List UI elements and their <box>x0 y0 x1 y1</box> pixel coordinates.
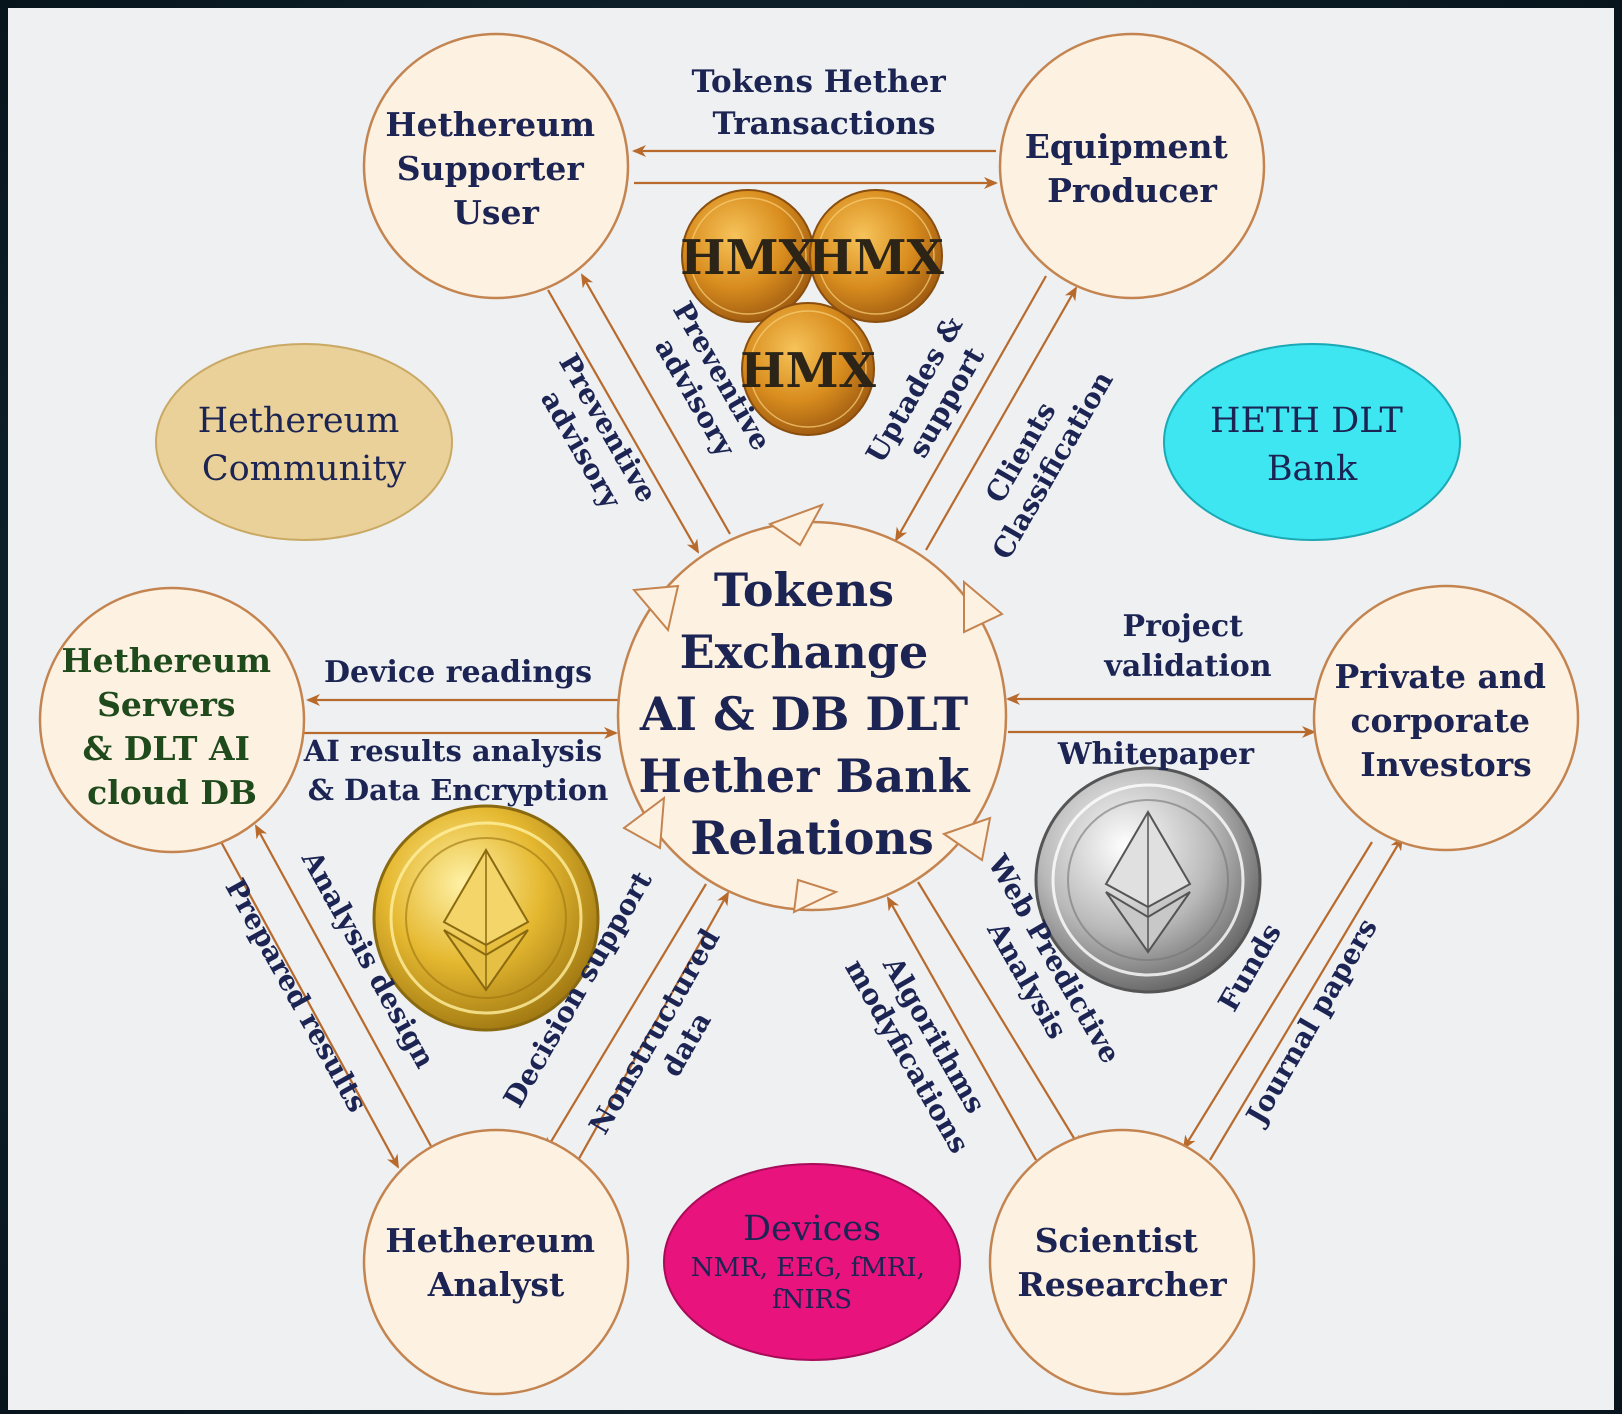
svg-text:HMX: HMX <box>680 230 816 286</box>
arrow-investors-to-researcher <box>1182 841 1373 1150</box>
svg-text:Hethereum Analyst: Hethereum Analyst <box>385 1221 606 1304</box>
arrow-supporter-to-center <box>547 289 699 554</box>
node-hethereum-analyst: Hethereum Analyst <box>362 1128 630 1396</box>
ellipse-devices: Devices NMR, EEG, fMRI, fNIRS <box>663 1163 961 1361</box>
svg-text:Hethereum Supporter: Hethereum Supporter User <box>385 105 606 232</box>
arrow-analyst-to-servers <box>255 824 433 1149</box>
svg-text:HMX: HMX <box>808 230 944 286</box>
center-node-tokens-exchange: Tokens Exchange AI & DB DLT Hether Bank … <box>616 503 1008 914</box>
svg-text:Devices: Devices <box>743 1209 881 1249</box>
svg-text:HETH DLT Bank: HETH DLT Bank <box>1210 401 1414 489</box>
label-project-validation: Project validation <box>1103 609 1271 684</box>
label-device-readings: Device readings <box>324 655 592 690</box>
ellipse-hethereum-community: Hethereum Community <box>155 343 453 541</box>
hmx-coin-cluster: HMX HMX HMX <box>680 189 945 436</box>
cycle-arrowhead <box>622 795 666 850</box>
node-hethereum-servers: Hethereum Servers & DLT AI cloud DB <box>38 586 306 854</box>
cycle-arrowhead <box>767 503 825 547</box>
ellipse-heth-dlt-bank: HETH DLT Bank <box>1163 343 1461 541</box>
ethereum-gold-coin-icon <box>372 804 600 1032</box>
label-tokens-hether-transactions: Tokens Hether Transactions <box>692 64 957 142</box>
arrow-researcher-to-center <box>887 896 1037 1161</box>
arrow-producer-to-center <box>895 275 1047 542</box>
svg-text:Scientist Researcher: Scientist Researcher <box>1017 1221 1227 1304</box>
cycle-arrowhead <box>792 878 839 914</box>
hmx-coin-icon: HMX <box>740 302 877 436</box>
ethereum-silver-coin-icon <box>1034 766 1262 994</box>
hmx-coin-icon: HMX <box>808 189 945 323</box>
cycle-arrowhead <box>631 584 680 633</box>
node-equipment-producer: Equipment Producer <box>998 32 1266 300</box>
node-private-corporate-investors: Private and corporate Investors <box>1312 584 1580 852</box>
svg-text:HMX: HMX <box>740 343 876 399</box>
arrow-center-to-analyst <box>544 883 707 1152</box>
arrow-servers-to-analyst <box>219 839 399 1169</box>
svg-text:Equipment Producer: Equipment Producer <box>1025 127 1239 210</box>
svg-text:Hethereum Servers: Hethereum Servers & DLT AI cloud DB <box>61 641 282 812</box>
arrow-center-to-researcher <box>917 881 1082 1150</box>
arrow-researcher-to-investors <box>1209 836 1404 1161</box>
center-title: Tokens Exchange AI & DB DLT Hether Bank … <box>639 563 986 865</box>
arrow-analyst-to-center <box>575 891 729 1165</box>
svg-text:Hethereum Community: Hethereum Community <box>198 401 411 489</box>
hmx-coin-icon: HMX <box>680 189 817 323</box>
label-ai-results-analysis: AI results analysis & Data Encryption <box>303 734 612 807</box>
node-hethereum-supporter-user: Hethereum Supporter User <box>362 32 630 300</box>
connectors <box>219 145 1404 1169</box>
svg-text:NMR, EEG, fMRI, fNIRS: NMR, EEG, fMRI, fNIRS <box>691 1253 933 1315</box>
arrow-center-to-supporter <box>581 273 731 535</box>
cycle-arrowhead <box>941 816 992 862</box>
label-whitepaper: Whitepaper <box>1057 737 1255 772</box>
node-scientist-researcher: Scientist Researcher <box>988 1128 1256 1396</box>
svg-text:Private and corporate: Private and corporate Investors <box>1335 657 1558 784</box>
cycle-arrowhead <box>963 579 1004 634</box>
arrow-center-to-producer <box>925 286 1077 551</box>
